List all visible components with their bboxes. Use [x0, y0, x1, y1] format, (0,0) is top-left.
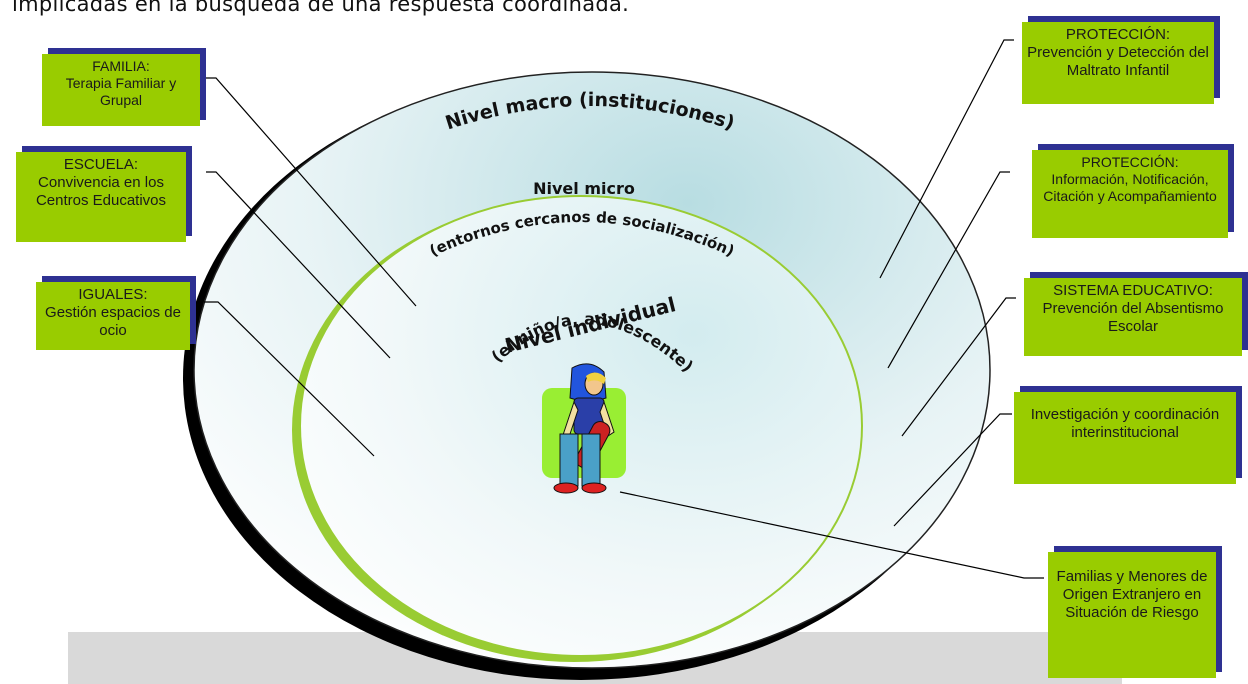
box-proteccion-informacion-body: Información, Notificación, Citación y Ac… — [1043, 170, 1217, 204]
box-escuela: ESCUELA: Convivencia en los Centros Educ… — [16, 152, 186, 242]
connector-proteccion-2 — [887, 171, 1010, 369]
connector-investigacion — [893, 413, 1012, 527]
box-proteccion-informacion-title: PROTECCIÓN: — [1081, 154, 1179, 170]
box-iguales: IGUALES: Gestión espacios de ocio — [36, 282, 190, 350]
box-sistema-educativo-body: Prevención del Absentismo Escolar — [1042, 300, 1224, 335]
connector-familias-menores — [619, 491, 1044, 579]
box-familia: FAMILIA: Terapia Familiar y Grupal — [42, 54, 200, 126]
connector-sistema-educativo — [901, 297, 1016, 437]
box-familias-menores: Familias y Menores de Origen Extranjero … — [1048, 552, 1216, 678]
box-iguales-title: IGUALES: — [78, 286, 148, 303]
box-proteccion-informacion: PROTECCIÓN: Información, Notificación, C… — [1032, 150, 1228, 238]
teenager-skateboard-icon — [542, 363, 626, 494]
connector-escuela — [206, 171, 391, 359]
box-familia-title: FAMILIA: — [92, 58, 150, 74]
box-investigacion-body: Investigación y coordinación interinstit… — [1030, 406, 1220, 441]
connector-lines — [204, 39, 1044, 579]
box-investigacion: Investigación y coordinación interinstit… — [1014, 392, 1236, 484]
box-familia-body: Terapia Familiar y Grupal — [65, 74, 177, 108]
micro-level-title: Nivel micro — [533, 179, 635, 198]
connector-iguales — [204, 301, 375, 457]
box-proteccion-prevencion: PROTECCIÓN: Prevención y Detección del M… — [1022, 22, 1214, 104]
box-sistema-educativo: SISTEMA EDUCATIVO: Prevención del Absent… — [1024, 278, 1242, 356]
box-proteccion-prevencion-body: Prevención y Detección del Maltrato Infa… — [1027, 44, 1209, 79]
box-escuela-title: ESCUELA: — [63, 156, 139, 173]
connector-proteccion-1 — [879, 39, 1014, 279]
box-proteccion-prevencion-title: PROTECCIÓN: — [1065, 26, 1171, 43]
connector-familia — [206, 77, 417, 307]
box-sistema-educativo-title: SISTEMA EDUCATIVO: — [1053, 282, 1213, 299]
box-escuela-body: Convivencia en los Centros Educativos — [35, 174, 167, 209]
box-iguales-body: Gestión espacios de ocio — [45, 304, 181, 339]
intro-text: implicadas en la búsqueda de una respues… — [12, 0, 630, 16]
box-familias-menores-body: Familias y Menores de Origen Extranjero … — [1056, 568, 1208, 621]
